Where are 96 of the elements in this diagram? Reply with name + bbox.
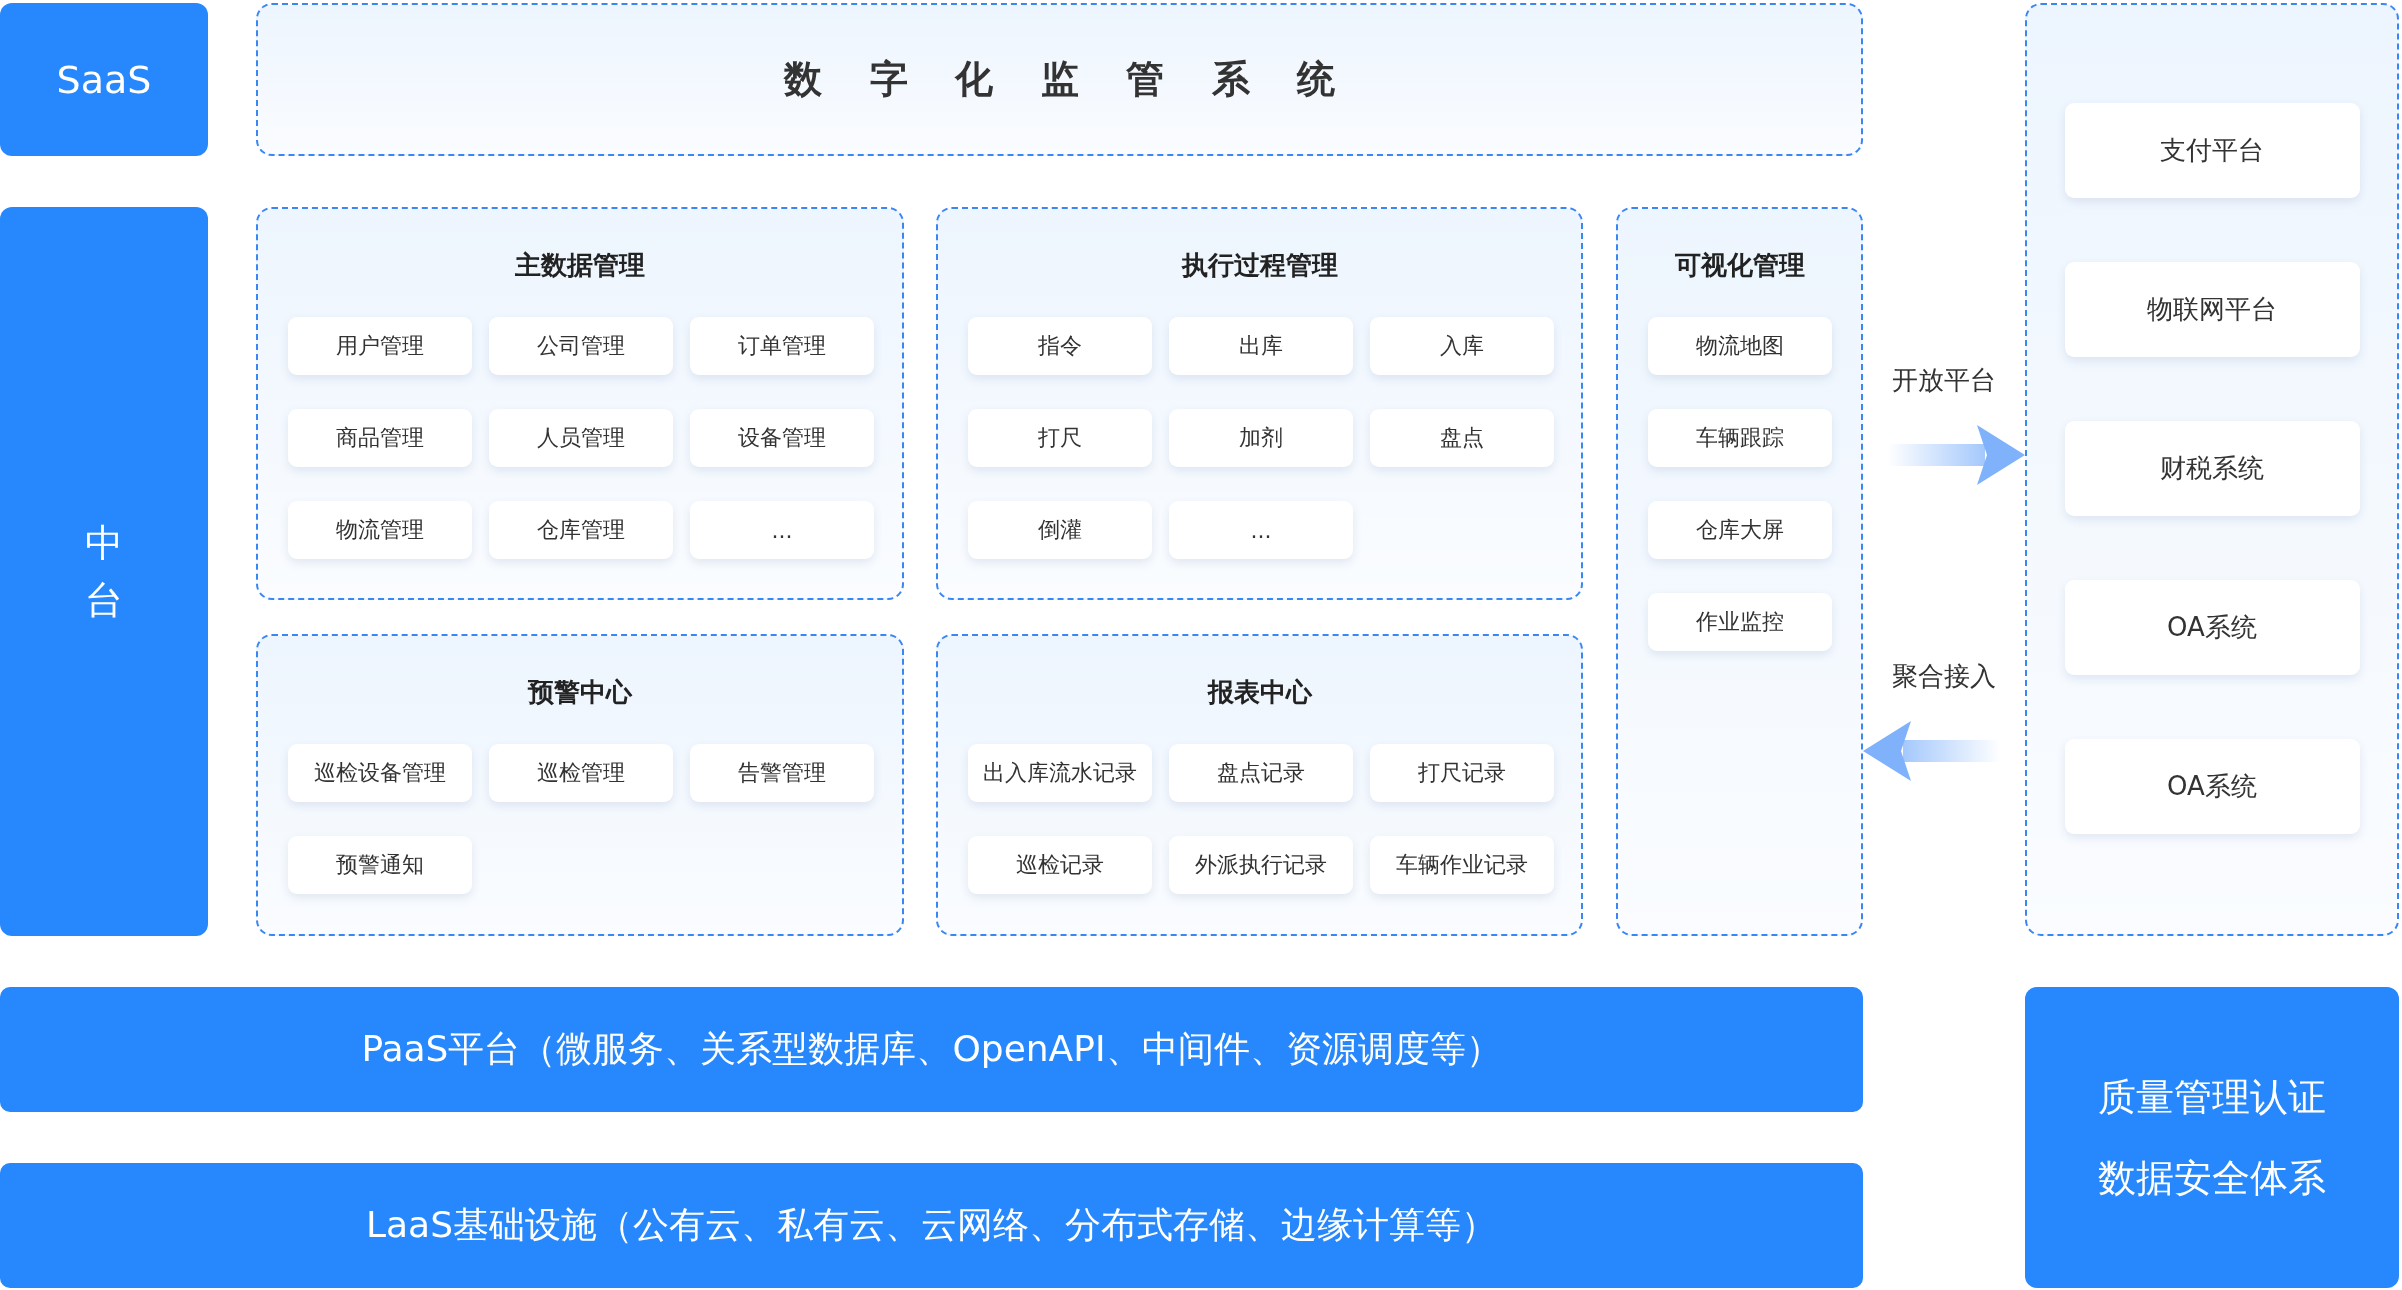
- group-title: 报表中心: [1207, 676, 1312, 709]
- platform-layer-bar: [0, 1163, 1863, 1288]
- module-card: [489, 409, 673, 467]
- module-card: [288, 836, 472, 894]
- module-card: [288, 744, 472, 802]
- module-card: [968, 317, 1152, 375]
- module-label: 告警管理: [738, 759, 826, 787]
- module-label: 出库: [1239, 332, 1283, 360]
- module-label: 订单管理: [738, 332, 826, 360]
- layer-label-block: [0, 3, 208, 156]
- module-card: [1370, 744, 1554, 802]
- assurance-block: [2025, 987, 2399, 1288]
- module-label: 外派执行记录: [1195, 851, 1327, 879]
- group-title: 主数据管理: [515, 249, 645, 282]
- module-card: [968, 409, 1152, 467]
- module-label: 加剂: [1239, 424, 1283, 452]
- module-label: 入库: [1440, 332, 1484, 360]
- module-card: [288, 317, 472, 375]
- module-group: [936, 634, 1583, 936]
- layer-label: PaaS平台（微服务、关系型数据库、OpenAPI、中间件、资源调度等）: [361, 1027, 1502, 1071]
- module-label: 盘点: [1440, 424, 1484, 452]
- module-card: [690, 744, 874, 802]
- layer-label: LaaS基础设施（公有云、私有云、云网络、分布式存储、边缘计算等）: [366, 1203, 1497, 1247]
- layer-label: 中台: [85, 519, 123, 624]
- module-group: [256, 634, 904, 936]
- platform-card: [2064, 580, 2360, 675]
- module-card: [1169, 744, 1353, 802]
- platform-card: [2064, 103, 2360, 198]
- module-label: 仓库大屏: [1695, 516, 1784, 544]
- module-label: 打尺记录: [1418, 759, 1506, 787]
- platform-layer-bar: [0, 987, 1863, 1112]
- module-card: [489, 317, 673, 375]
- module-label: 车辆跟踪: [1695, 424, 1784, 452]
- group-title: 执行过程管理: [1181, 249, 1338, 282]
- module-card: [968, 744, 1152, 802]
- module-label: 用户管理: [336, 332, 424, 360]
- module-card: [690, 317, 874, 375]
- module-group: [256, 207, 904, 600]
- assurance-label: 质量管理认证: [2098, 1073, 2326, 1121]
- layer-label-block: [0, 207, 208, 936]
- module-card: [1647, 317, 1832, 375]
- module-label: 指令: [1038, 332, 1082, 360]
- module-label: 商品管理: [336, 424, 424, 452]
- module-label: 公司管理: [537, 332, 625, 360]
- module-label: 车辆作业记录: [1396, 851, 1528, 879]
- module-label: 打尺: [1038, 424, 1082, 452]
- platform-card: [2064, 421, 2360, 516]
- module-card: [1169, 501, 1353, 559]
- group-title: 可视化管理: [1674, 249, 1805, 282]
- module-group: [1616, 207, 1863, 936]
- module-card: [1169, 317, 1353, 375]
- module-card: [1370, 836, 1554, 894]
- platform-card: [2064, 739, 2360, 834]
- module-card: [1169, 409, 1353, 467]
- module-card: [1647, 501, 1832, 559]
- module-label: 设备管理: [738, 424, 826, 452]
- module-group: [936, 207, 1583, 600]
- module-label: 物流管理: [336, 516, 424, 544]
- module-label: 仓库管理: [537, 516, 625, 544]
- module-label: ...: [1250, 517, 1272, 543]
- module-label: 倒灌: [1038, 516, 1082, 544]
- module-card: [1370, 317, 1554, 375]
- module-label: OA系统: [2167, 770, 2257, 803]
- external-systems-panel: [2025, 3, 2399, 936]
- module-card: [1647, 409, 1832, 467]
- module-card: [489, 501, 673, 559]
- module-label: 巡检设备管理: [314, 759, 446, 787]
- module-label: 出入库流水记录: [983, 759, 1137, 787]
- module-label: 物流地图: [1695, 332, 1784, 360]
- module-label: 巡检管理: [537, 759, 625, 787]
- platform-card: [2064, 262, 2360, 357]
- module-label: 财税系统: [2160, 452, 2264, 485]
- module-label: 预警通知: [336, 851, 424, 879]
- module-card: [968, 836, 1152, 894]
- module-card: [1647, 593, 1832, 651]
- module-label: 盘点记录: [1217, 759, 1305, 787]
- module-label: 支付平台: [2160, 134, 2264, 167]
- module-card: [288, 409, 472, 467]
- layer-label: SaaS: [56, 57, 152, 102]
- module-label: 巡检记录: [1016, 851, 1104, 879]
- module-card: [690, 409, 874, 467]
- module-label: 作业监控: [1695, 608, 1784, 636]
- module-card: [1370, 409, 1554, 467]
- module-label: OA系统: [2167, 611, 2257, 644]
- module-label: 物联网平台: [2147, 293, 2277, 326]
- system-title: 数字化监管系统: [782, 56, 1383, 103]
- system-banner: [256, 3, 1863, 156]
- module-card: [968, 501, 1152, 559]
- module-label: 人员管理: [537, 424, 625, 452]
- module-card: [690, 501, 874, 559]
- module-card: [489, 744, 673, 802]
- module-card: [1169, 836, 1353, 894]
- module-card: [288, 501, 472, 559]
- group-title: 预警中心: [528, 676, 632, 709]
- assurance-label: 数据安全体系: [2098, 1154, 2326, 1202]
- module-label: ...: [771, 517, 793, 543]
